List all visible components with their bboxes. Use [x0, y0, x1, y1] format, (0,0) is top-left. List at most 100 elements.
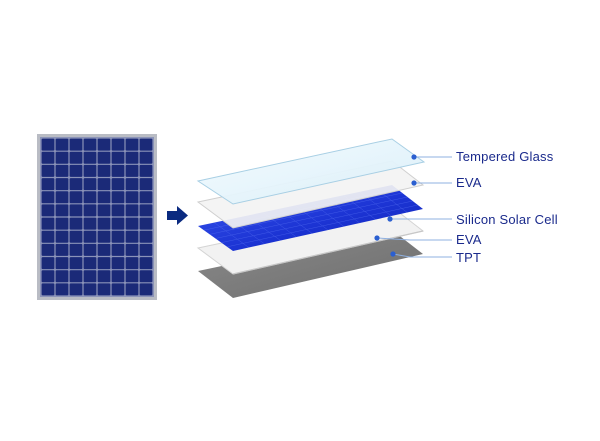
panel-cell: [69, 151, 83, 164]
solar-panel-icon: [37, 134, 157, 300]
panel-cell: [55, 204, 69, 217]
panel-cell: [125, 191, 139, 204]
panel-cell: [97, 191, 111, 204]
panel-cell: [97, 217, 111, 230]
panel-cell: [139, 151, 153, 164]
panel-cell: [41, 230, 55, 243]
panel-cell: [111, 257, 125, 270]
panel-cell: [41, 191, 55, 204]
panel-cell: [139, 204, 153, 217]
panel-cell: [125, 217, 139, 230]
panel-cell: [97, 138, 111, 151]
panel-cell: [55, 257, 69, 270]
panel-cell: [139, 243, 153, 256]
leader-line-tpt: [392, 253, 452, 258]
panel-cell: [111, 151, 125, 164]
panel-cell: [97, 204, 111, 217]
panel-cell: [111, 178, 125, 191]
panel-cell: [69, 243, 83, 256]
panel-cell: [139, 257, 153, 270]
label-eva-top: EVA: [456, 175, 482, 190]
label-eva-bottom: EVA: [456, 232, 482, 247]
panel-cell: [125, 257, 139, 270]
panel-cell: [83, 270, 97, 283]
leader-dot-eva-top: [411, 180, 417, 186]
panel-cell: [41, 270, 55, 283]
panel-cell: [139, 138, 153, 151]
panel-cell: [69, 270, 83, 283]
panel-cell: [111, 270, 125, 283]
panel-cell: [55, 270, 69, 283]
panel-cell: [83, 138, 97, 151]
panel-cell: [125, 230, 139, 243]
panel-cell: [83, 230, 97, 243]
panel-cell: [125, 138, 139, 151]
label-silicon-solar-cell: Silicon Solar Cell: [456, 212, 558, 227]
panel-cell: [111, 243, 125, 256]
leader-dot-eva-bottom: [374, 235, 380, 241]
panel-cell: [139, 191, 153, 204]
panel-cell: [55, 178, 69, 191]
panel-cell: [69, 164, 83, 177]
panel-cell: [111, 217, 125, 230]
panel-cell: [111, 230, 125, 243]
leader-lines: [374, 154, 452, 258]
panel-cell: [97, 257, 111, 270]
right-arrow-icon: [167, 206, 188, 225]
panel-cell: [69, 217, 83, 230]
panel-cell: [111, 204, 125, 217]
panel-cell: [111, 138, 125, 151]
panel-cell: [41, 164, 55, 177]
panel-cell: [55, 138, 69, 151]
panel-cell: [97, 178, 111, 191]
panel-cell: [111, 164, 125, 177]
panel-cell: [41, 243, 55, 256]
panel-cell: [41, 283, 55, 296]
panel-cell: [69, 283, 83, 296]
tpt-layer: [198, 230, 423, 298]
panel-cell: [41, 217, 55, 230]
panel-cell: [97, 151, 111, 164]
panel-cell: [69, 138, 83, 151]
panel-cell: [83, 178, 97, 191]
panel-cell: [83, 164, 97, 177]
panel-cell: [97, 230, 111, 243]
panel-cell: [41, 178, 55, 191]
panel-cell: [97, 243, 111, 256]
leader-dot-tempered-glass: [411, 154, 417, 160]
panel-cell: [111, 191, 125, 204]
panel-cell: [55, 230, 69, 243]
leader-dot-tpt: [390, 251, 396, 257]
panel-cell: [69, 204, 83, 217]
panel-cell: [83, 151, 97, 164]
panel-cell: [97, 164, 111, 177]
panel-cell: [83, 257, 97, 270]
panel-cell: [83, 217, 97, 230]
label-tpt: TPT: [456, 250, 482, 265]
label-tempered-glass: Tempered Glass: [456, 149, 554, 164]
panel-cell: [139, 283, 153, 296]
panel-cell: [83, 243, 97, 256]
panel-cell: [125, 151, 139, 164]
panel-cell: [125, 243, 139, 256]
panel-cell: [69, 191, 83, 204]
panel-cell: [55, 191, 69, 204]
panel-cell: [55, 151, 69, 164]
panel-cell: [83, 283, 97, 296]
panel-cell: [55, 283, 69, 296]
panel-cell: [139, 230, 153, 243]
panel-cell: [41, 151, 55, 164]
panel-cell: [139, 178, 153, 191]
panel-cell: [69, 230, 83, 243]
panel-cell: [41, 138, 55, 151]
panel-cell: [83, 191, 97, 204]
panel-cell: [111, 283, 125, 296]
panel-cell: [55, 164, 69, 177]
panel-cell: [97, 270, 111, 283]
panel-cell: [55, 243, 69, 256]
tempered-glass-layer: [196, 138, 426, 205]
panel-cell: [69, 257, 83, 270]
panel-cell: [125, 178, 139, 191]
panel-cell: [97, 283, 111, 296]
